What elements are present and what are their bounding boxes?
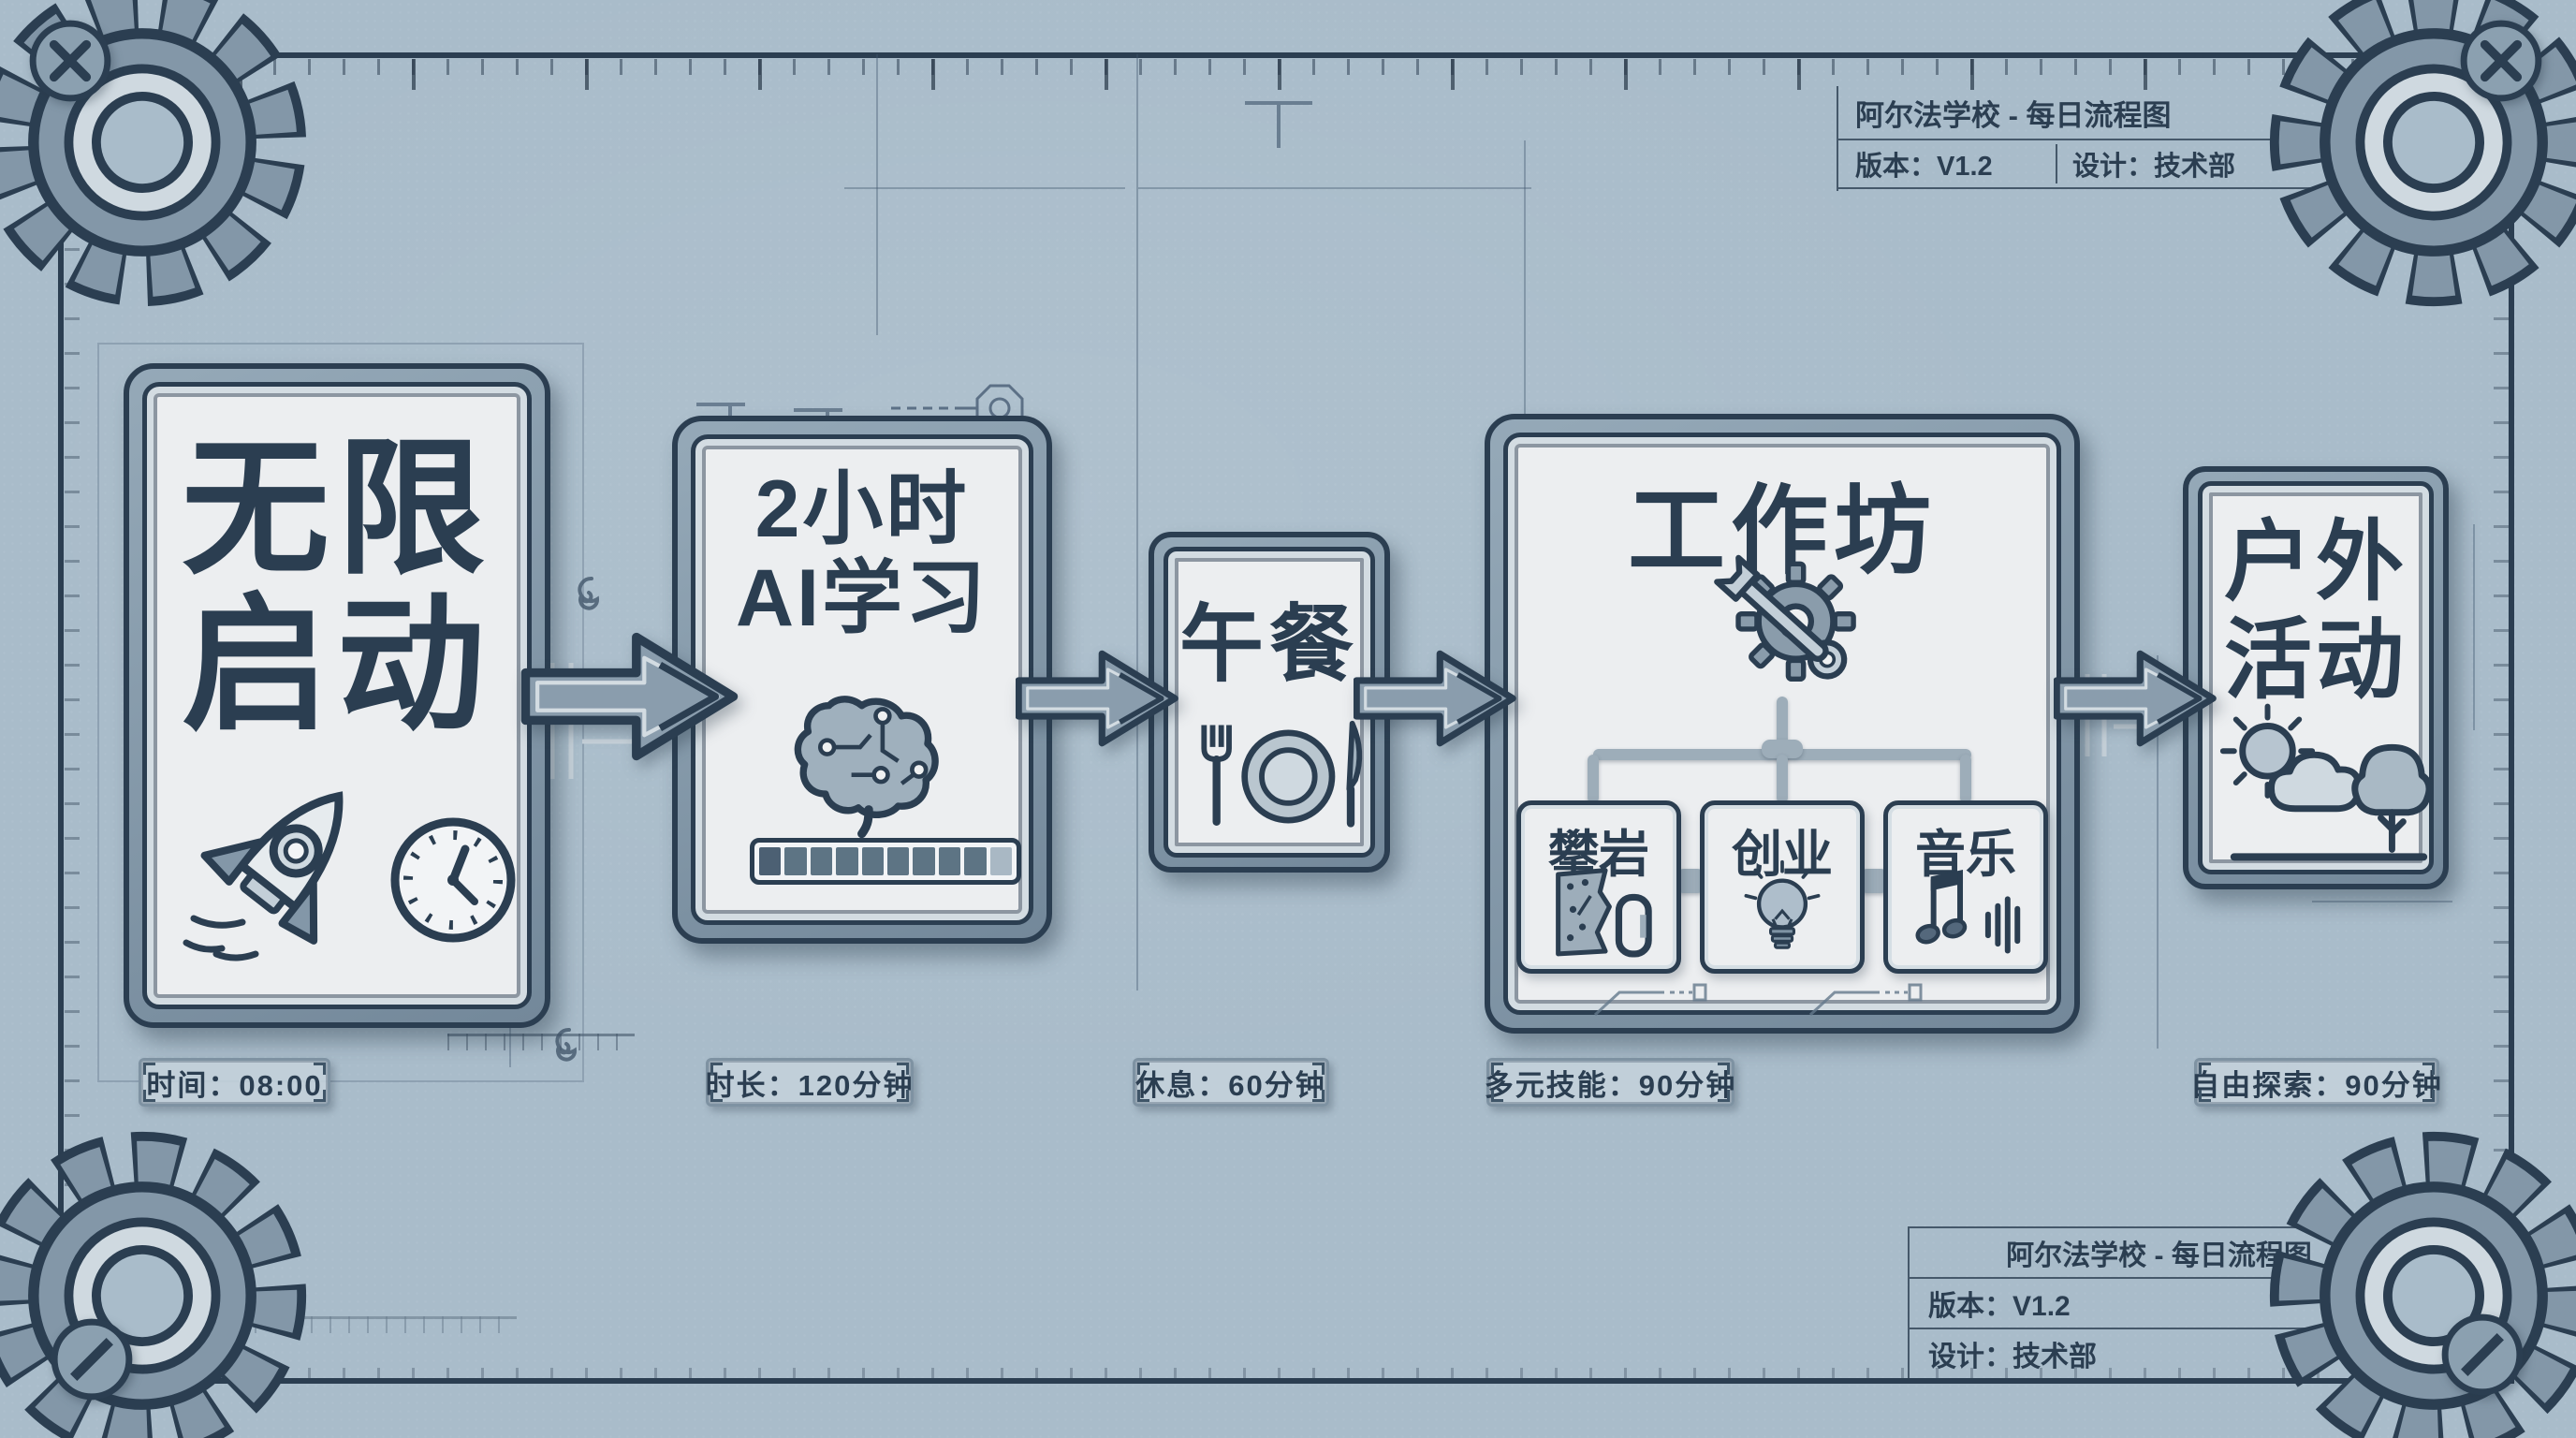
rocket-icon: [183, 791, 344, 961]
dimension-mark: [1245, 101, 1312, 148]
node-title: 午餐: [1168, 576, 1370, 697]
flow-arrow-1: [520, 627, 740, 766]
dimension-mark: [794, 408, 842, 455]
node-title-line: 午餐: [1179, 598, 1359, 692]
workshop-subnode-music: 音乐: [1883, 800, 2048, 974]
progress-segment: [989, 847, 1013, 875]
flow-arrow-3: [1354, 633, 1517, 764]
dining-icon: [1201, 720, 1363, 828]
caption-plate-outdoor: 自由探索：90分钟: [2190, 1058, 2441, 1107]
blueprint-line: [1138, 187, 1531, 189]
blueprint-line: [1524, 140, 1526, 534]
progress-bar: [750, 838, 1021, 885]
node-title-line: 工作坊: [1627, 477, 1937, 586]
workshop-stem-connector: [1777, 697, 1788, 753]
circuit-trace: [1593, 983, 1707, 1017]
mini-ruler: [447, 1034, 635, 1050]
progress-segment: [784, 847, 807, 875]
title-block-bottom: 阿尔法学校 - 每日流程图 版本：V1.2 设计：技术部: [1908, 1226, 2408, 1380]
workshop-subnode-startup: 创业: [1700, 800, 1865, 974]
brain-circuit-icon: [794, 696, 939, 839]
node-title: 工作坊: [1490, 451, 2074, 593]
node-panel: 2小时 AI学习: [691, 434, 1033, 925]
screw-icon: [43, 1311, 140, 1408]
subnode-label: 音乐: [1915, 827, 2016, 883]
blueprint-line: [844, 187, 1125, 189]
flow-node-lunch: 午餐: [1149, 532, 1390, 873]
progress-segment: [913, 847, 935, 875]
node-panel: 无限 启动: [142, 382, 532, 1009]
workshop-drop-connector: [1960, 755, 1971, 803]
node-title-line: 户外: [2223, 512, 2408, 610]
caption-plate-lunch: 休息：60分钟: [1133, 1058, 1329, 1107]
outdoor-icon: [2219, 703, 2433, 861]
drawing-frame: [58, 52, 2514, 1384]
progress-segment: [759, 847, 782, 875]
node-title: 户外 活动: [2203, 512, 2429, 710]
lightbulb-icon: [1744, 859, 1821, 949]
flow-arrow-4: [2054, 633, 2217, 764]
caption-text: 时间：08:00: [146, 1068, 323, 1102]
music-icon: [1915, 869, 2021, 954]
workshop-drop-connector: [1588, 755, 1599, 803]
designer-label: 设计：技术部: [1910, 1329, 2408, 1380]
subnode-label: 创业: [1732, 827, 1833, 883]
node-panel: 午餐: [1164, 547, 1375, 858]
document-title: 阿尔法学校 - 每日流程图: [1838, 86, 2347, 140]
caption-text: 多元技能：90分钟: [1484, 1068, 1737, 1102]
screw-icon: [2452, 12, 2550, 110]
spiral-doodle: [578, 577, 599, 610]
progress-segment: [887, 847, 910, 875]
caption-plate-launch: 时间：08:00: [139, 1058, 330, 1107]
screw-icon: [2434, 1306, 2531, 1403]
workshop-subnode-climbing: 攀岩: [1516, 800, 1681, 974]
node-title-line: AI学习: [736, 552, 988, 643]
blueprint-line: [1136, 54, 1138, 990]
blueprint-line: [2473, 524, 2475, 730]
caption-text: 自由探索：90分钟: [2190, 1068, 2443, 1102]
flow-node-ai-study: 2小时 AI学习: [672, 416, 1052, 944]
progress-segment: [810, 847, 833, 875]
progress-segment: [836, 847, 858, 875]
progress-segments: [759, 847, 1013, 875]
node-title-line: 无限: [182, 427, 492, 592]
blueprint-line: [2312, 901, 2452, 902]
workshop-bus-junction: [1762, 740, 1803, 758]
circuit-trace: [1808, 983, 1923, 1017]
progress-segment: [938, 847, 961, 875]
flow-node-workshop: 工作坊: [1485, 414, 2080, 1034]
node-title-line: 活动: [2223, 610, 2408, 710]
caption-plate-ai-study: 时长：120分钟: [706, 1058, 914, 1107]
mini-ruler: [236, 1316, 517, 1333]
flow-arrow-2: [1016, 633, 1179, 764]
workshop-drop-connector: [1777, 755, 1788, 803]
title-block-top: 阿尔法学校 - 每日流程图 版本：V1.2 设计：技术部: [1837, 86, 2347, 191]
gear-wrench-icon: [1714, 554, 1856, 682]
progress-segment: [964, 847, 987, 875]
node-title: 无限 启动: [147, 427, 527, 749]
screw-icon: [22, 12, 119, 110]
caption-text: 时长：120分钟: [705, 1068, 915, 1102]
node-title: 2小时 AI学习: [695, 465, 1029, 642]
flow-node-launch: 无限 启动: [124, 363, 550, 1028]
version-label: 版本：V1.2: [1855, 152, 1993, 182]
blueprint-line: [876, 54, 878, 335]
node-panel: 户外 活动: [2198, 481, 2434, 874]
node-title-line: 启动: [182, 583, 492, 749]
node-title-line: 2小时: [754, 464, 970, 554]
blueprint-line: [2157, 655, 2159, 1049]
progress-segment: [861, 847, 885, 875]
spiral-doodle: [555, 1028, 577, 1062]
caption-text: 休息：60分钟: [1135, 1068, 1326, 1102]
version-label: 版本：V1.2: [1910, 1279, 2408, 1329]
document-title: 阿尔法学校 - 每日流程图: [1910, 1228, 2408, 1279]
flow-node-outdoor: 户外 活动: [2183, 466, 2449, 889]
climbing-icon: [1556, 868, 1652, 958]
caption-plate-workshop: 多元技能：90分钟: [1484, 1058, 1737, 1107]
designer-label: 设计：技术部: [2056, 144, 2347, 183]
clock-icon: [390, 817, 516, 943]
dimension-mark: [696, 403, 745, 449]
